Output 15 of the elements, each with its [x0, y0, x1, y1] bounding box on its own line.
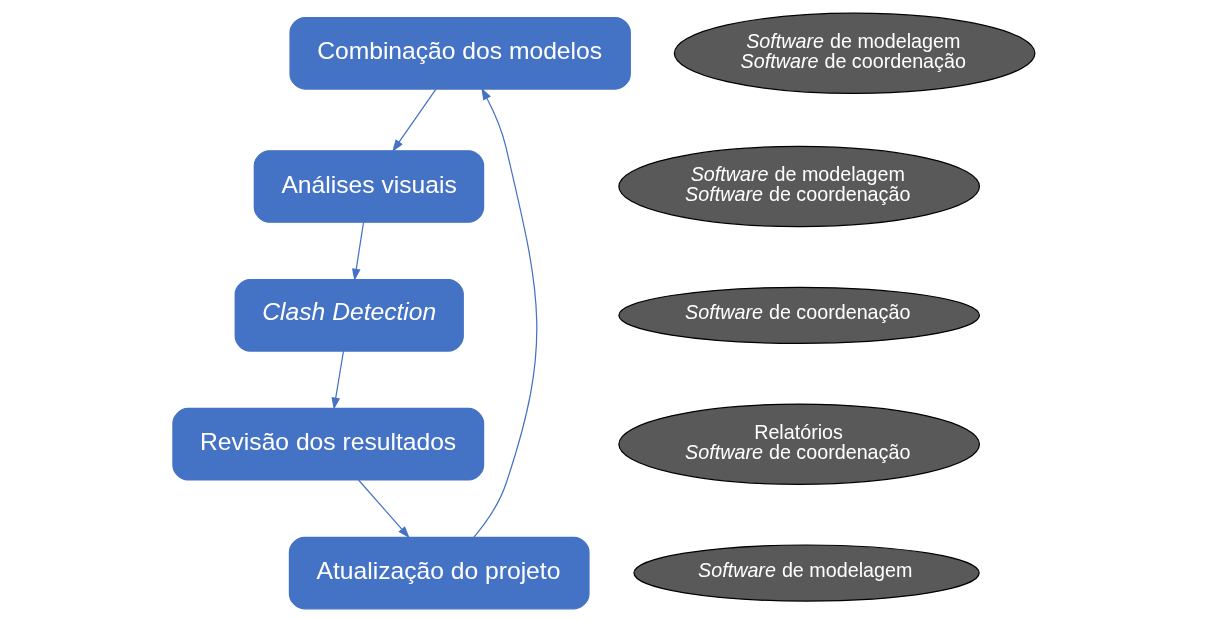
node-box: Atualização do projeto — [288, 536, 590, 610]
node-box: Análises visuais — [253, 150, 484, 223]
node-ellipse: Software de modelagem — [632, 544, 980, 602]
node-ellipse: Software de coordenação — [617, 286, 980, 345]
arrow — [472, 87, 537, 538]
arrow — [331, 350, 344, 410]
node-box: Revisão dos resultados — [171, 407, 484, 481]
node-ellipse: Relatórios Software de coordenação — [617, 403, 980, 485]
node-box: Combinação dos modelos — [288, 16, 631, 90]
node-ellipse: Software de modelagem Software de coordenação — [617, 145, 980, 228]
node-ellipse: Software de modelagem Software de coordenação — [673, 12, 1036, 95]
arrow — [391, 88, 437, 152]
arrow — [351, 221, 364, 281]
arrow — [357, 479, 410, 539]
node-box: Clash Detection — [234, 279, 464, 352]
